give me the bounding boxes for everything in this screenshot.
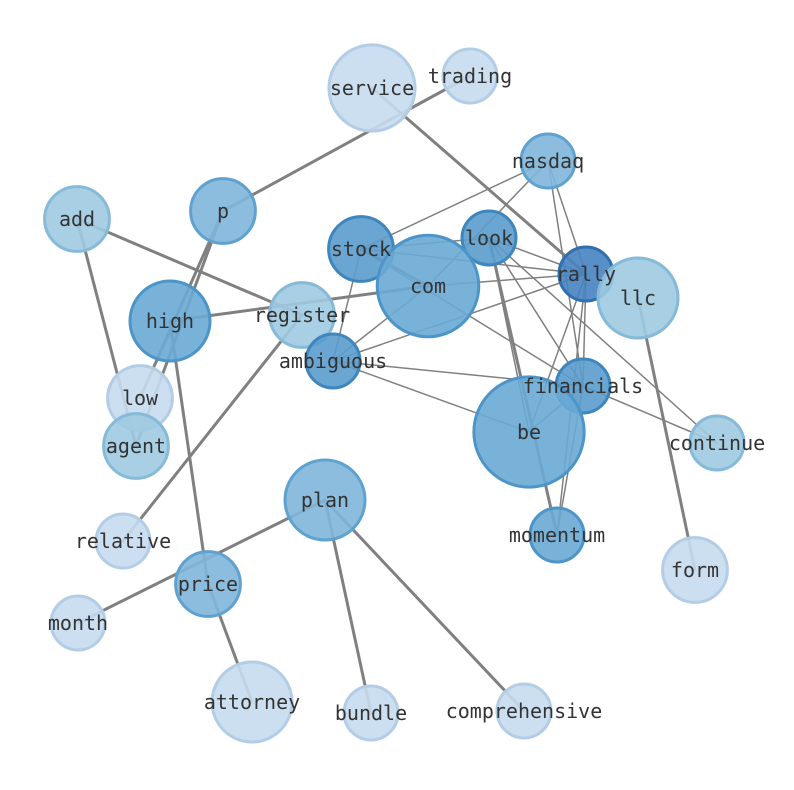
labels-layer: service trading nasdaq add p stock look rally co… [48,64,765,725]
node-label-form: form [671,558,719,582]
node-llc [596,256,680,340]
node-label-low: low [122,386,159,410]
node-label-plan: plan [301,488,349,512]
nodes-layer [43,43,746,744]
node-label-llc: llc [620,286,656,310]
node-nasdaq [519,132,577,190]
node-label-financials: financials [523,374,643,398]
node-label-momentum: momentum [509,523,605,547]
edge-high-price [168,319,210,586]
node-label-agent: agent [106,434,166,458]
node-relative [94,512,152,570]
node-label-price: price [178,572,238,596]
edge-trading-p [221,74,472,213]
node-high [128,279,212,363]
edge-nasdaq-stock [360,160,549,250]
node-label-attorney: attorney [204,690,300,714]
node-label-high: high [146,309,194,333]
node-add [43,185,111,253]
node-continue [688,414,746,472]
node-be [472,375,586,489]
edge-plan-comprehensive [323,498,526,713]
node-label-month: month [48,611,108,635]
node-label-add: add [59,207,95,231]
edge-add-register [75,217,304,317]
node-attorney [210,660,294,744]
edge-register-relative [121,313,304,543]
node-service [327,43,417,133]
node-bundle [342,684,400,742]
node-comprehensive [495,682,553,740]
node-label-trading: trading [428,64,512,88]
edge-look-continue [488,237,718,444]
node-label-stock: stock [331,237,391,261]
node-label-nasdaq: nasdaq [512,149,584,173]
node-ambiguous [304,332,362,390]
node-label-service: service [330,76,414,100]
node-look [460,209,518,267]
edge-look-financials [488,237,584,387]
node-label-com: com [410,274,446,298]
node-label-comprehensive: comprehensive [446,699,603,723]
node-label-continue: continue [669,431,765,455]
edge-llc-form [636,296,697,572]
node-label-p: p [217,199,229,223]
node-trading [441,47,499,105]
node-label-ambiguous: ambiguous [279,349,387,373]
node-label-bundle: bundle [335,701,407,725]
node-plan [283,458,367,542]
node-register [268,281,336,349]
node-price [174,550,242,618]
node-month [49,594,107,652]
node-momentum [528,506,586,564]
node-label-be: be [517,420,541,444]
node-form [661,536,729,604]
node-label-relative: relative [75,529,171,553]
node-p [189,177,257,245]
node-label-look: look [465,226,513,250]
node-label-register: register [254,303,350,327]
node-com [375,233,481,339]
edge-service-rally [370,86,588,276]
node-label-rally: rally [556,262,616,286]
node-agent [102,412,170,480]
